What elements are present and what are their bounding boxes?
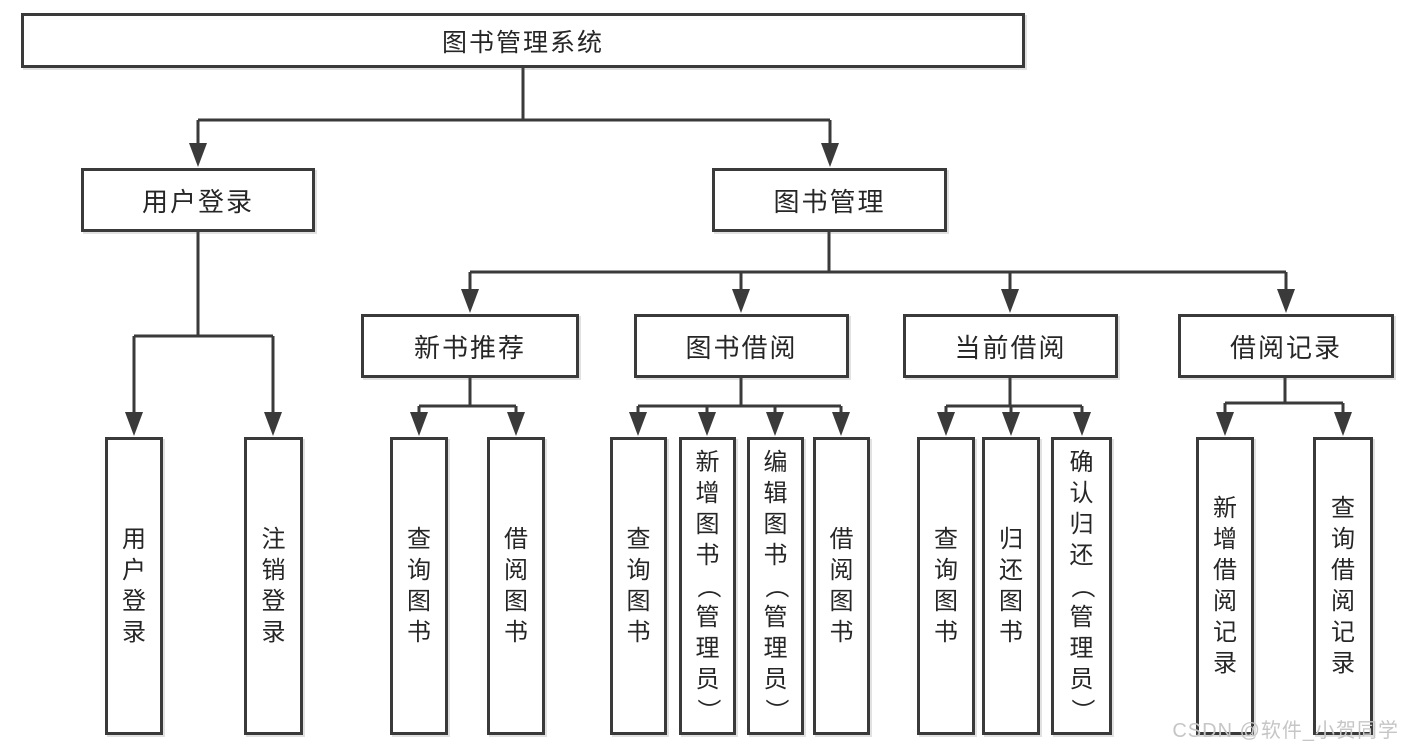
node-label: 借阅记录 bbox=[1229, 332, 1342, 363]
node-label: 注销登录 bbox=[261, 526, 286, 646]
node-label: 借阅图书 bbox=[504, 526, 528, 646]
node-leaf-query-books-1: 查询图书 bbox=[390, 437, 448, 735]
node-label: 图书管理 bbox=[773, 186, 886, 217]
node-user-login: 用户登录 bbox=[81, 168, 315, 232]
node-label: 查询图书 bbox=[626, 526, 651, 646]
node-label: 归还图书 bbox=[999, 526, 1023, 646]
node-label: 新书推荐 bbox=[413, 332, 526, 363]
node-borrowing-records: 借阅记录 bbox=[1178, 314, 1394, 378]
node-book-borrowing: 图书借阅 bbox=[634, 314, 849, 378]
node-leaf-user-login: 用户登录 bbox=[105, 437, 163, 735]
node-new-book-recommendation: 新书推荐 bbox=[361, 314, 579, 378]
node-label: 借阅图书 bbox=[829, 526, 854, 646]
node-leaf-query-books-2: 查询图书 bbox=[610, 437, 667, 735]
node-leaf-return-books: 归还图书 bbox=[982, 437, 1040, 735]
node-label: 新增图书（管理员） bbox=[694, 448, 721, 723]
node-label: 查询图书 bbox=[407, 526, 431, 646]
node-leaf-confirm-return-admin: 确认归还（管理员） bbox=[1051, 437, 1112, 735]
node-label: 用户登录 bbox=[122, 526, 146, 646]
arrowheads bbox=[125, 143, 1352, 436]
node-book-management: 图书管理 bbox=[712, 168, 947, 232]
node-leaf-add-borrow-record: 新增借阅记录 bbox=[1196, 437, 1254, 735]
node-label: 当前借阅 bbox=[954, 332, 1067, 363]
node-library-management-system: 图书管理系统 bbox=[21, 13, 1025, 68]
node-leaf-borrow-books-2: 借阅图书 bbox=[813, 437, 870, 735]
node-leaf-borrow-books-1: 借阅图书 bbox=[487, 437, 545, 735]
node-label: 查询借阅记录 bbox=[1331, 495, 1355, 677]
node-label: 用户登录 bbox=[141, 186, 254, 217]
node-label: 新增借阅记录 bbox=[1213, 495, 1237, 677]
node-leaf-logout: 注销登录 bbox=[244, 437, 303, 735]
node-leaf-edit-book-admin: 编辑图书（管理员） bbox=[747, 437, 804, 735]
node-leaf-query-books-3: 查询图书 bbox=[917, 437, 975, 735]
node-label: 编辑图书（管理员） bbox=[762, 448, 789, 723]
node-label: 图书管理系统 bbox=[441, 28, 604, 57]
node-leaf-add-book-admin: 新增图书（管理员） bbox=[679, 437, 736, 735]
node-current-borrowing: 当前借阅 bbox=[903, 314, 1118, 378]
node-label: 确认归还（管理员） bbox=[1068, 448, 1095, 723]
node-label: 查询图书 bbox=[934, 526, 958, 646]
node-leaf-query-borrow-record: 查询借阅记录 bbox=[1313, 437, 1373, 735]
node-label: 图书借阅 bbox=[685, 332, 798, 363]
watermark: CSDN @软件_小贺同学 bbox=[1172, 720, 1399, 742]
